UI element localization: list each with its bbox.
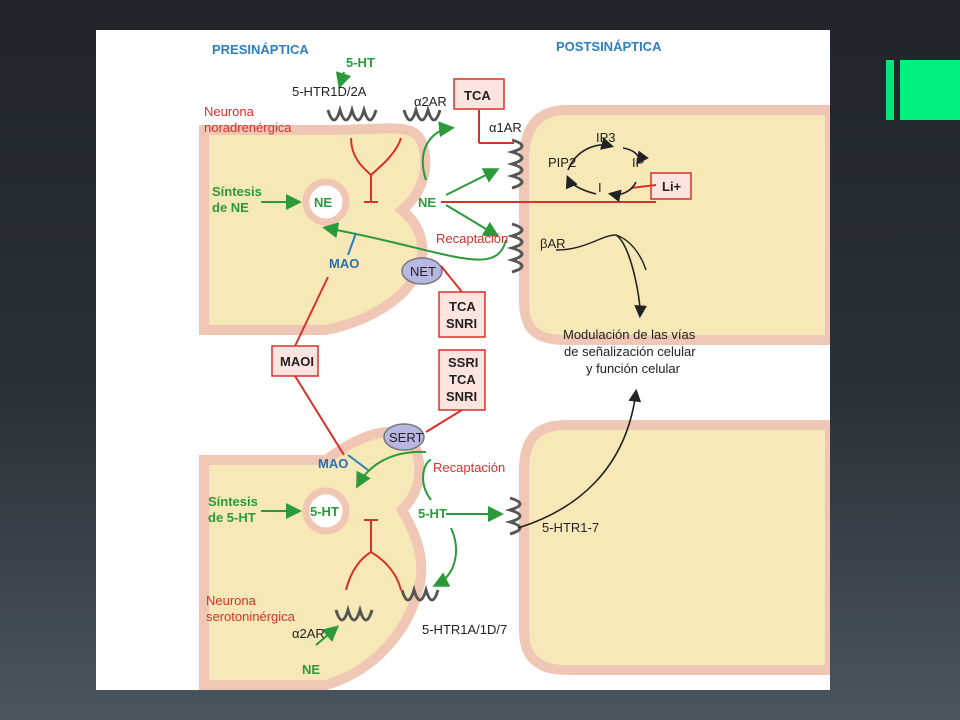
ne-vesicle	[302, 178, 350, 226]
label-bar: βAR	[540, 236, 566, 251]
noradrenergic-terminal	[199, 123, 431, 335]
label-htr1a: 5-HTR1A/1D/7	[422, 622, 507, 637]
label-alpha2ar-top: α2AR	[414, 94, 447, 109]
accent-bar-thick	[900, 60, 960, 120]
label-5ht-vesicle: 5-HT	[310, 504, 339, 519]
label-tca-snri-1: TCA	[449, 299, 476, 314]
label-maoi: MAOI	[280, 354, 314, 369]
label-ssri-1: SSRI	[448, 355, 478, 370]
receptor-htr1a	[400, 584, 440, 602]
label-mao-top: MAO	[329, 256, 359, 271]
label-ssri-3: SNRI	[446, 389, 477, 404]
label-ne-cleft: NE	[418, 195, 436, 210]
receptor-alpha1ar	[506, 138, 524, 190]
label-li: Li+	[662, 179, 682, 194]
synapse-diagram: PRESINÁPTICA POSTSINÁPTICA 5-HT 5-HTR1D/…	[199, 39, 830, 690]
net-transporter	[401, 257, 443, 285]
label-synth-ne-2: de NE	[212, 200, 249, 215]
ht5-vesicle	[302, 487, 350, 535]
label-5ht-cleft: 5-HT	[418, 506, 447, 521]
label-i: I	[598, 180, 602, 195]
slide-panel: PRESINÁPTICA POSTSINÁPTICA 5-HT 5-HTR1D/…	[96, 30, 830, 690]
receptor-htr1d2a	[326, 104, 378, 122]
label-htr1d2a: 5-HTR1D/2A	[292, 84, 367, 99]
label-pip2: PIP2	[548, 155, 576, 170]
label-ip: IP	[632, 155, 644, 170]
label-modulation-1: Modulación de las vías	[563, 327, 696, 342]
ssri-box	[438, 349, 486, 411]
label-5ht-top: 5-HT	[346, 55, 375, 70]
label-neuron-nor-2: noradrenérgica	[204, 120, 292, 135]
label-synth-ne-1: Síntesis	[212, 184, 262, 199]
receptor-alpha2ar-bottom	[334, 604, 374, 622]
label-ne-bottom: NE	[302, 662, 320, 677]
label-reuptake-ht: Recaptación	[433, 460, 505, 475]
postsynaptic-cell-top	[519, 105, 830, 345]
maoi-box	[271, 345, 319, 377]
serotonergic-terminal	[199, 426, 427, 690]
receptor-alpha2ar-top	[402, 104, 442, 122]
label-tca-top: TCA	[464, 88, 491, 103]
label-synth-ht-1: Síntesis	[208, 494, 258, 509]
label-alpha1ar: α1AR	[489, 120, 522, 135]
label-mao-bottom: MAO	[318, 456, 348, 471]
receptor-bar	[506, 222, 524, 274]
label-postsynaptic: POSTSINÁPTICA	[556, 39, 662, 54]
label-modulation-2: de señalización celular	[564, 344, 696, 359]
label-presynaptic: PRESINÁPTICA	[212, 42, 309, 57]
postsynaptic-cell-bottom	[519, 420, 830, 675]
label-neuron-ser-2: serotoninérgica	[206, 609, 296, 624]
label-reuptake-ne: Recaptación	[436, 231, 508, 246]
label-neuron-ser-1: Neurona	[206, 593, 257, 608]
label-ne-vesicle: NE	[314, 195, 332, 210]
label-htr17: 5-HTR1-7	[542, 520, 599, 535]
label-modulation-3: y función celular	[586, 361, 681, 376]
accent-bar-thin	[886, 60, 894, 120]
label-ssri-2: TCA	[449, 372, 476, 387]
label-ip3: IP3	[596, 130, 616, 145]
label-tca-snri-2: SNRI	[446, 316, 477, 331]
sert-transporter	[383, 423, 425, 451]
tca-box-top	[453, 78, 505, 110]
label-sert: SERT	[389, 430, 423, 445]
label-neuron-nor-1: Neurona	[204, 104, 255, 119]
label-net: NET	[410, 264, 436, 279]
label-alpha2ar-bottom: α2AR	[292, 626, 325, 641]
label-synth-ht-2: de 5-HT	[208, 510, 256, 525]
